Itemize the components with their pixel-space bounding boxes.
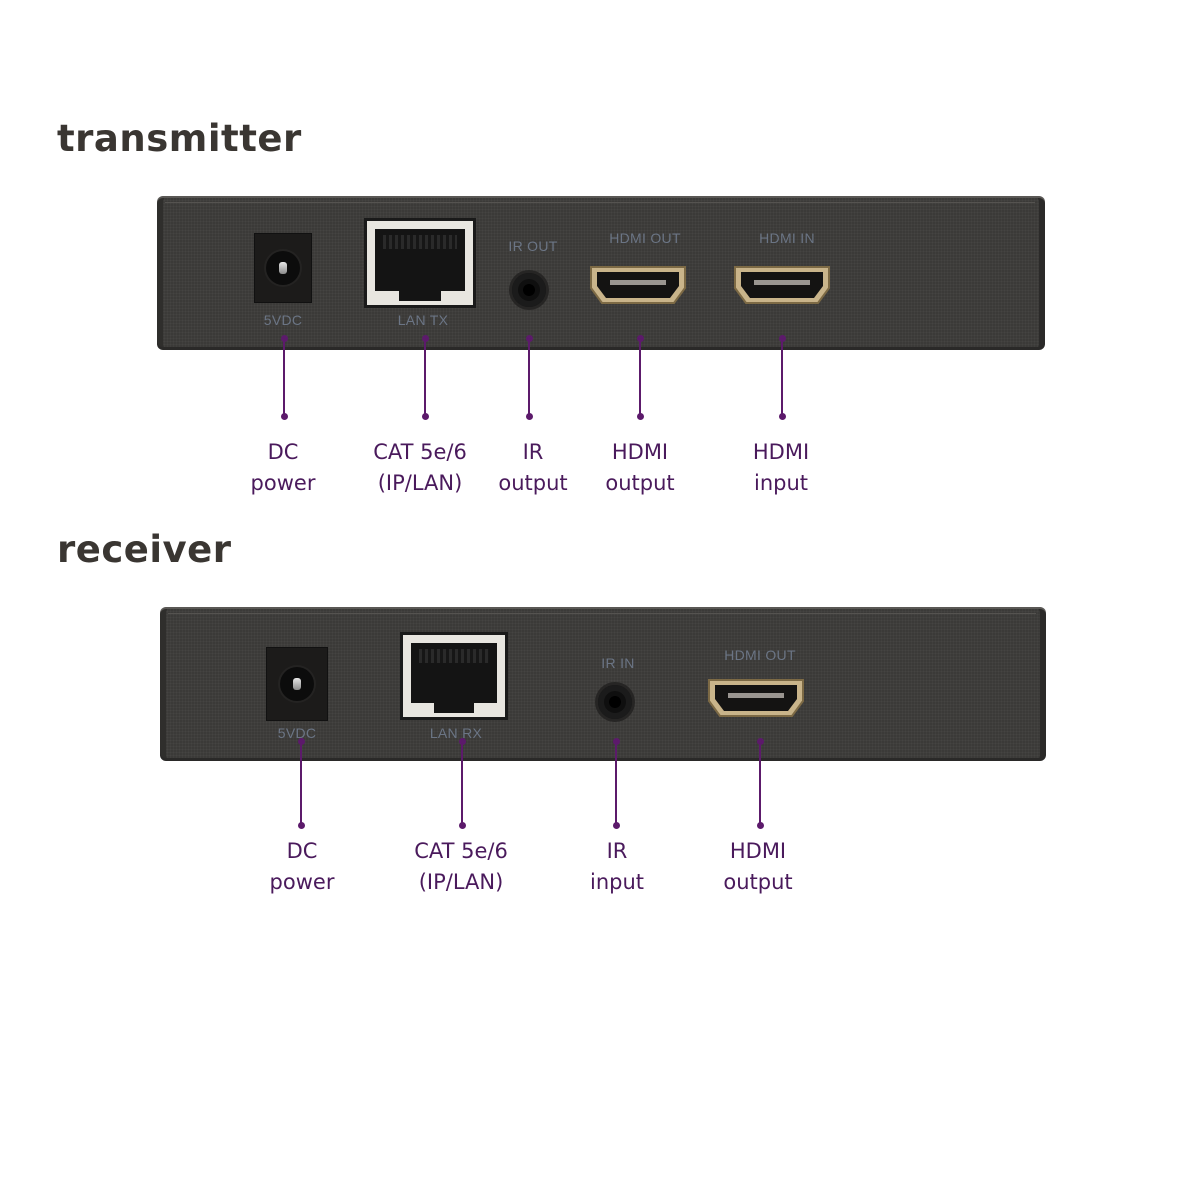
silk-hdmi-out: HDMI OUT	[609, 230, 681, 246]
callout-dot-hdmi-out-end	[757, 822, 764, 829]
callout-line-hdmi-out	[639, 338, 641, 416]
callout-dot-dc-end	[281, 413, 288, 420]
label-line2: (IP/LAN)	[377, 471, 463, 495]
callout-dot-lan-end	[422, 413, 429, 420]
ir-output-jack	[512, 273, 546, 307]
dc-power-jack	[254, 233, 312, 303]
hdmi-output-port	[706, 677, 806, 719]
label-line2: power	[269, 870, 335, 894]
transmitter-device: 5VDC LAN TX IR OUT HDMI OUT HDMI IN	[157, 196, 1045, 350]
dc-jack-pin	[279, 262, 287, 274]
hdmi-output-port	[588, 264, 688, 306]
silk-ir-in: IR IN	[601, 655, 635, 671]
callout-label-cat5e: CAT 5e/6 (IP/LAN)	[414, 836, 508, 898]
receiver-title: receiver	[57, 528, 232, 571]
callout-line-ir	[615, 741, 617, 825]
callout-dot-ir-end	[526, 413, 533, 420]
label-line2: input	[753, 471, 809, 495]
callout-label-ir-input: IR input	[590, 836, 644, 898]
callout-line-dc	[283, 338, 285, 416]
callout-label-hdmi-output: HDMI output	[605, 437, 674, 499]
transmitter-title: transmitter	[57, 117, 302, 160]
receiver-device: 5VDC LAN RX IR IN HDMI OUT	[160, 607, 1046, 761]
label-line1: HDMI	[729, 839, 787, 863]
label-line1: HDMI	[611, 440, 669, 464]
callout-label-hdmi-input: HDMI input	[753, 437, 809, 499]
callout-line-lan	[424, 338, 426, 416]
label-line1: DC	[267, 440, 299, 464]
rj45-port	[400, 632, 508, 720]
silk-ir-out: IR OUT	[508, 238, 558, 254]
silk-5vdc: 5VDC	[277, 725, 317, 741]
label-line2: input	[589, 870, 645, 894]
label-line1: DC	[286, 839, 318, 863]
rj45-cavity	[411, 643, 497, 703]
label-line2: output	[498, 471, 568, 495]
hdmi-input-port	[732, 264, 832, 306]
callout-dot-dc-end	[298, 822, 305, 829]
label-line2: (IP/LAN)	[418, 870, 504, 894]
label-line1: HDMI	[752, 440, 810, 464]
callout-dot-hdmi-out-end	[637, 413, 644, 420]
rj45-port	[364, 218, 476, 308]
dc-power-jack	[266, 647, 328, 721]
silk-lan-tx: LAN TX	[397, 312, 449, 328]
callout-line-ir	[528, 338, 530, 416]
rj45-latch	[398, 287, 442, 301]
callout-dot-lan-end	[459, 822, 466, 829]
callout-line-lan	[461, 741, 463, 825]
rj45-cavity	[375, 229, 465, 291]
rj45-latch	[433, 699, 475, 713]
silk-5vdc: 5VDC	[263, 312, 303, 328]
callout-dot-hdmi-in-end	[779, 413, 786, 420]
label-line2: power	[250, 471, 316, 495]
ir-input-jack	[598, 685, 632, 719]
callout-label-cat5e: CAT 5e/6 (IP/LAN)	[373, 437, 467, 499]
callout-line-dc	[300, 741, 302, 825]
label-line1: CAT 5e/6	[373, 440, 467, 464]
callout-line-hdmi-out	[759, 741, 761, 825]
silk-hdmi-out: HDMI OUT	[724, 647, 796, 663]
label-line1: IR	[606, 839, 628, 863]
callout-label-dc-power: DC power	[270, 836, 335, 898]
callout-line-hdmi-in	[781, 338, 783, 416]
label-line1: CAT 5e/6	[414, 839, 508, 863]
callout-label-hdmi-output: HDMI output	[723, 836, 792, 898]
label-line2: output	[605, 471, 675, 495]
silk-lan-rx: LAN RX	[429, 725, 483, 741]
callout-label-dc-power: DC power	[251, 437, 316, 499]
label-line1: IR	[522, 440, 544, 464]
dc-jack-pin	[293, 678, 301, 690]
callout-label-ir-output: IR output	[498, 437, 567, 499]
label-line2: output	[723, 870, 793, 894]
callout-dot-ir-end	[613, 822, 620, 829]
silk-hdmi-in: HDMI IN	[759, 230, 815, 246]
